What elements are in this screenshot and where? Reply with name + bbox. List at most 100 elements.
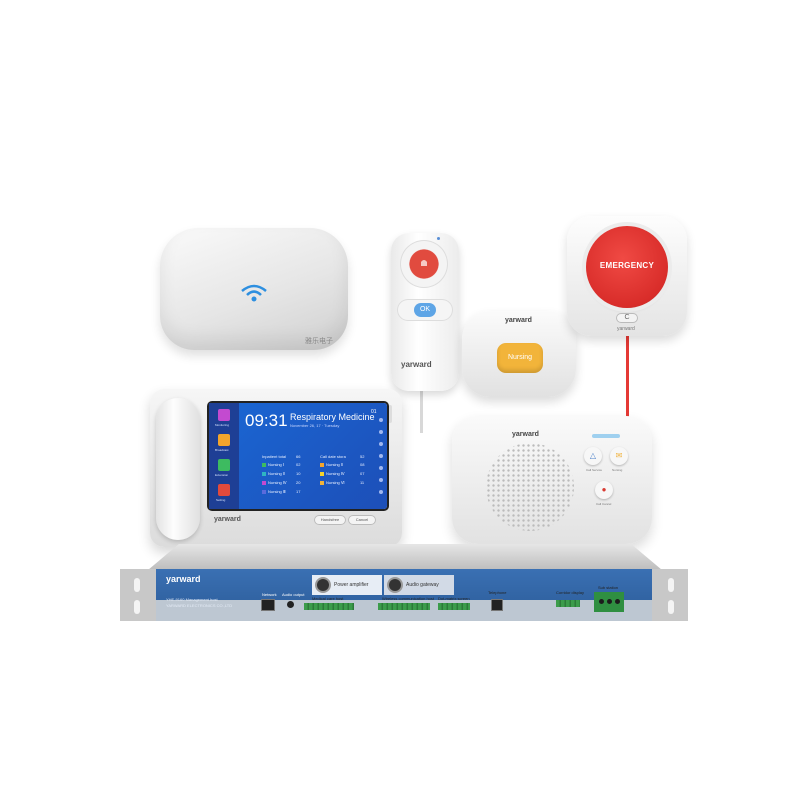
mount-hole [668, 600, 674, 614]
mount-hole [134, 600, 140, 614]
row-label: Nursing Ⅱ [326, 462, 343, 467]
speaker-indicator [592, 434, 620, 438]
row-color [320, 472, 324, 476]
rack-port-strip [156, 600, 652, 621]
strip-icon[interactable] [379, 490, 383, 494]
bell-icon [421, 260, 427, 266]
row-color [262, 463, 266, 467]
triangle-icon: △ [589, 451, 597, 460]
audio-gateway-label: Audio gateway [406, 582, 439, 588]
call-service-button[interactable]: △ [584, 447, 602, 465]
speaker-brand: yarward [512, 431, 539, 438]
side-menu-broadcast: Broadcast [215, 448, 229, 452]
row-color [320, 463, 324, 467]
power-amplifier-label: Power amplifier [334, 582, 369, 588]
emergency-cancel-button[interactable]: C [616, 313, 638, 323]
rack-maker: YARWARD ELECTRONICS CO.,LTD [166, 603, 233, 608]
row-color [320, 481, 324, 485]
rack-brand: yarward [166, 574, 201, 584]
rack-top-cover [148, 544, 662, 570]
call-cancel-label: Call Cancel [596, 502, 612, 506]
emergency-cable [626, 336, 629, 418]
wireless-host-terminal[interactable] [378, 603, 430, 610]
handset-indicator [437, 237, 440, 240]
row-value: 10 [296, 471, 301, 476]
audio-output-label: Audio output [282, 592, 305, 597]
row-value: 07 [360, 471, 365, 476]
corridor-display-label: Corridor display [556, 590, 585, 595]
row-color [262, 472, 266, 476]
nursing-speaker-label: Nursing [612, 468, 623, 472]
row-label: Nursing Ⅳ [268, 480, 287, 485]
telephone-jack[interactable] [492, 600, 502, 610]
side-menu-monitoring: Monitoring [215, 423, 230, 427]
medical-care-terminal[interactable] [304, 603, 354, 610]
strip-icon[interactable] [379, 454, 383, 458]
row-label: Nursing Ⅰ [268, 462, 285, 467]
audio-output-jack[interactable] [287, 601, 294, 608]
row-value: 11 [360, 480, 365, 485]
phone-receiver[interactable] [156, 398, 200, 540]
strip-icon[interactable] [379, 478, 383, 482]
row-value: 17 [296, 489, 301, 494]
row-label: Nursing Ⅲ [268, 489, 286, 494]
setting-icon[interactable] [218, 484, 230, 496]
screen-department: Respiratory Medicine [290, 412, 375, 422]
mount-hole [668, 578, 674, 592]
audio-gateway-knob[interactable] [389, 579, 401, 591]
mount-hole [134, 578, 140, 592]
terminal-cancel-button[interactable]: Cancel [348, 515, 376, 525]
emergency-brand: yarward [617, 326, 635, 332]
column-inpatient-value: 66 [296, 454, 301, 459]
row-label: Nursing Ⅳ [326, 471, 345, 476]
power-amplifier-panel [312, 575, 382, 595]
stylus-holder [388, 405, 392, 423]
row-color [262, 481, 266, 485]
monitoring-icon[interactable] [218, 409, 230, 421]
strip-icon[interactable] [379, 466, 383, 470]
broadcast-icon[interactable] [218, 434, 230, 446]
terminal-screw [615, 599, 620, 604]
speaker-grill [486, 443, 574, 531]
call-service-label: Call Service [586, 468, 603, 472]
handsfree-button[interactable]: Handsfree [314, 515, 346, 525]
nursing-button[interactable]: Nursing [497, 343, 543, 373]
strip-icon[interactable] [379, 418, 383, 422]
row-value: 08 [360, 462, 365, 467]
terminal-screw [599, 599, 604, 604]
call-cancel-button[interactable]: ● [595, 481, 613, 499]
extension-icon[interactable] [218, 459, 230, 471]
medical-care-host-label: Medical care host [312, 596, 344, 601]
side-menu-extension: Extension [215, 473, 229, 477]
envelope-icon: ✉ [615, 451, 623, 460]
dot-matrix-terminal[interactable] [438, 603, 470, 610]
strip-icon[interactable] [379, 442, 383, 446]
side-menu-setting: Setting [216, 498, 226, 502]
power-amplifier-knob[interactable] [317, 579, 329, 591]
handset-ok-button[interactable]: OK [414, 303, 436, 317]
emergency-label: EMERGENCY [599, 261, 655, 270]
terminal-screw [607, 599, 612, 604]
column-inpatient-total: Inpatient total [262, 454, 287, 459]
screen-time: 09:31 [245, 411, 288, 430]
column-call-date: Call date stora [320, 454, 346, 459]
row-value: 02 [296, 462, 301, 467]
network-label: Network [262, 592, 277, 597]
screen-date: November 26, 17 · Tuesday [290, 423, 340, 428]
nursing-brand: yarward [505, 317, 532, 324]
wireless-router [160, 228, 348, 350]
network-port[interactable] [262, 600, 274, 610]
wifi-icon [241, 284, 267, 302]
nursing-speaker-button[interactable]: ✉ [610, 447, 628, 465]
row-label: Nursing Ⅱ [268, 471, 285, 476]
handset-cable [420, 391, 423, 433]
handset-brand: yarward [401, 360, 432, 369]
sub-station-label: Sub station [598, 585, 619, 590]
terminal-brand: yarward [214, 516, 241, 523]
rack-model: YHE-9160 Management host [166, 597, 218, 602]
corridor-display-terminal[interactable] [556, 600, 580, 607]
dot-matrix-label: Dot-matrix screen [438, 596, 470, 601]
emergency-button[interactable] [586, 226, 668, 308]
audio-gateway-panel [384, 575, 454, 595]
strip-icon[interactable] [379, 430, 383, 434]
